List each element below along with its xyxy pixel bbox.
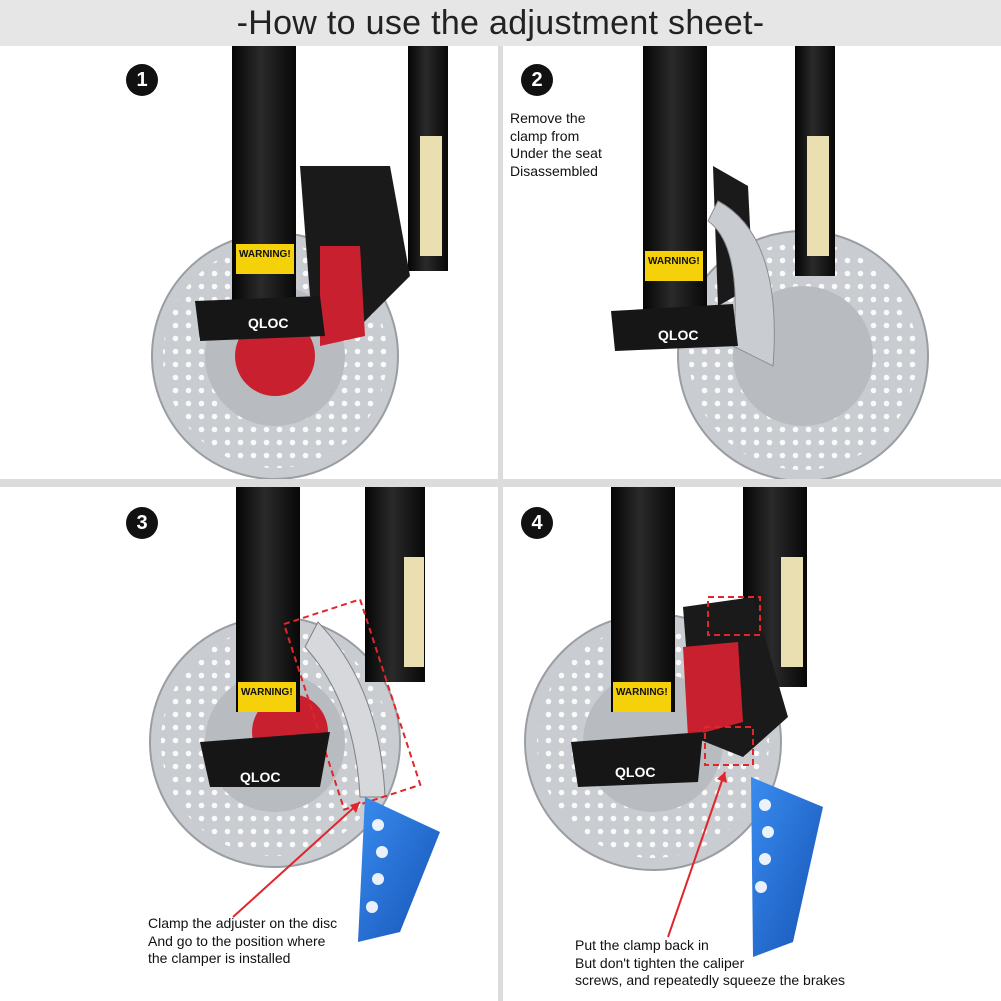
brake-photo-1: WARNING! QLOC: [151, 46, 448, 479]
step-panel-1: WARNING! QLOC 1: [0, 46, 498, 479]
step-panel-3: WARNING! QLOC 3 Clamp the adjuster on th…: [0, 487, 498, 1001]
highlight-box-top: [707, 596, 761, 636]
page-title: -How to use the adjustment sheet-: [236, 3, 765, 42]
removed-caliper: [707, 200, 775, 367]
fork-sticker: [404, 557, 424, 667]
brake-photo-3: WARNING! QLOC: [149, 487, 440, 942]
step-panel-4: WARNING! QLOC 4 Put the clamp back in Bu…: [503, 487, 1001, 1001]
step-panel-2: WARNING! QLOC 2 Remove the clamp from Un…: [503, 46, 1001, 479]
header-bar: -How to use the adjustment sheet-: [0, 0, 1001, 46]
fork-sticker: [420, 136, 442, 256]
qloc-label: QLOC: [658, 327, 698, 343]
pointer-arrow: [232, 801, 361, 918]
warning-sticker: [613, 682, 671, 712]
warning-label: WARNING!: [241, 687, 293, 698]
quick-release-lever: [571, 732, 703, 787]
step-number-badge: 2: [521, 64, 553, 96]
qloc-label: QLOC: [615, 764, 655, 780]
brake-photo-2: WARNING! QLOC: [611, 46, 929, 479]
step-number-badge: 4: [521, 507, 553, 539]
fork-sticker: [781, 557, 803, 667]
pointer-arrow: [667, 771, 726, 938]
quick-release-lever: [200, 732, 330, 787]
step-number-badge: 3: [126, 507, 158, 539]
warning-label: WARNING!: [648, 256, 700, 267]
arrow-head: [350, 802, 360, 813]
step-instruction: Put the clamp back in But don't tighten …: [575, 937, 846, 988]
fork-leg-front: [232, 46, 296, 316]
qloc-label: QLOC: [248, 315, 288, 331]
highlight-box: [282, 598, 422, 811]
brake-photo-4: WARNING! QLOC: [524, 487, 823, 957]
adjuster-handle: [751, 777, 823, 957]
step-number-badge: 1: [126, 64, 158, 96]
adjustment-sheet: [304, 621, 386, 798]
warning-sticker: [645, 251, 703, 281]
arrow-head: [717, 772, 727, 783]
fork-leg-front: [236, 487, 300, 712]
quick-release-lever: [611, 304, 738, 351]
fork-leg-front: [611, 487, 675, 712]
warning-label: WARNING!: [616, 687, 668, 698]
warning-label: WARNING!: [239, 249, 291, 260]
step-instruction: Remove the clamp from Under the seat Dis…: [510, 110, 602, 179]
qloc-label: QLOC: [240, 769, 280, 785]
warning-sticker: [236, 244, 294, 274]
warning-sticker: [238, 682, 296, 712]
brake-caliper: [683, 642, 743, 737]
highlight-box-bottom: [704, 726, 754, 766]
fork-sticker: [807, 136, 829, 256]
quick-release-lever: [195, 296, 325, 341]
brake-caliper: [320, 246, 365, 346]
step-instruction: Clamp the adjuster on the disc And go to…: [148, 915, 338, 966]
adjuster-handle: [358, 797, 440, 942]
